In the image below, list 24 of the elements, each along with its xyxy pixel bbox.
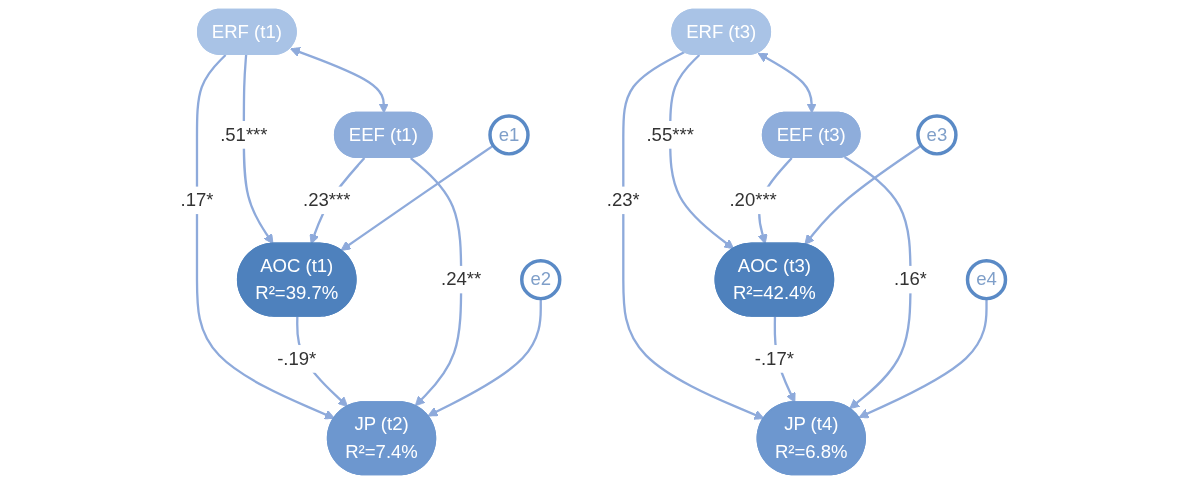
edge-label: .51*** (220, 124, 268, 145)
arrow (858, 298, 988, 419)
edge-label: -.17* (754, 348, 794, 369)
arrow (290, 47, 389, 114)
edge-label: .24** (441, 269, 482, 289)
edge-label: .55*** (646, 124, 694, 145)
arrow (804, 144, 922, 245)
node-circle: e2 (520, 258, 562, 301)
arrow (340, 144, 494, 251)
edge-label: -.19* (277, 348, 317, 369)
arrow (427, 298, 542, 417)
arrow (622, 51, 765, 420)
edge-label: .17* (180, 189, 214, 210)
edge-label: .20*** (729, 189, 777, 210)
arrow (410, 157, 463, 407)
node-circle: e1 (488, 114, 530, 156)
arrow (669, 54, 735, 250)
arrow (843, 156, 912, 409)
edge-label: .23*** (303, 189, 351, 210)
arrow (757, 52, 817, 114)
node-circle: e4 (965, 258, 1008, 301)
edge-label: .16* (894, 269, 927, 289)
node-circle: e3 (916, 114, 958, 156)
edge-label: .23* (606, 189, 640, 210)
